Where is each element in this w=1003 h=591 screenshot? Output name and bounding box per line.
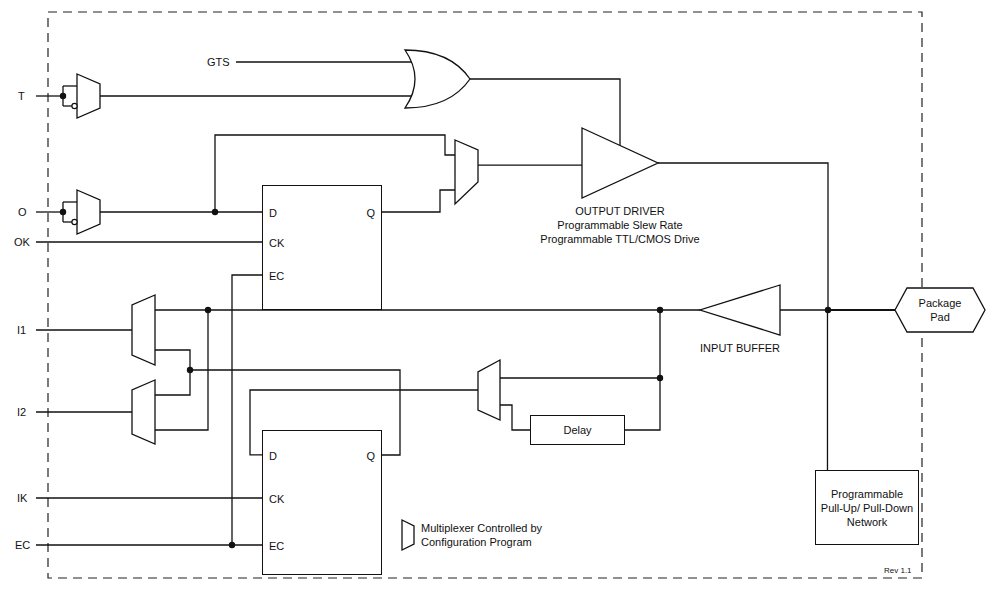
revision-note: Rev 1.1 bbox=[884, 566, 912, 576]
signal-name: EC bbox=[15, 538, 30, 552]
signal-name: IK bbox=[17, 491, 27, 505]
input-buffer-outline bbox=[700, 285, 780, 335]
legend-text: Multiplexer Controlled by Configuration … bbox=[421, 521, 561, 549]
wire bbox=[36, 497, 262, 498]
or-gate bbox=[405, 50, 470, 108]
package-pad-outline bbox=[895, 288, 985, 332]
output-driver: OUTPUT DRIVERProgrammable Slew RateProgr… bbox=[582, 128, 658, 198]
junction-dot bbox=[229, 542, 235, 548]
junction-dot bbox=[187, 367, 193, 373]
output-driver-outline bbox=[582, 128, 658, 198]
node-text: Programmable Slew Rate bbox=[540, 218, 700, 232]
multiplexer-symbol bbox=[478, 360, 500, 420]
inverter-bubble bbox=[72, 219, 77, 224]
signal-wire bbox=[827, 310, 895, 470]
wire bbox=[36, 411, 132, 412]
wire bbox=[63, 105, 72, 106]
pin-label: D bbox=[269, 206, 277, 220]
multiplexer-symbol bbox=[402, 520, 414, 550]
output-driver-outline bbox=[582, 128, 658, 198]
block-border bbox=[48, 12, 922, 578]
wire bbox=[36, 95, 63, 96]
pin-label: CK bbox=[269, 492, 284, 506]
pin-label: Q bbox=[366, 206, 375, 220]
package-pad-outline bbox=[895, 288, 985, 332]
signal-name: I1 bbox=[17, 323, 26, 337]
pull-network-box: Programmable Pull-Up/ Pull-Down Network bbox=[815, 470, 919, 545]
wire bbox=[100, 95, 414, 96]
signal-wire bbox=[625, 310, 700, 430]
delay-box: Delay bbox=[530, 415, 625, 445]
multiplexer-symbol bbox=[455, 140, 478, 204]
node-text: Delay bbox=[563, 423, 591, 437]
wire bbox=[63, 221, 72, 222]
wire bbox=[36, 211, 63, 212]
signal-name: OK bbox=[14, 235, 30, 249]
signal-name: GTS bbox=[207, 55, 230, 69]
pin-label: EC bbox=[269, 269, 284, 283]
wire bbox=[36, 544, 262, 545]
signal-name: O bbox=[18, 205, 27, 219]
multiplexer-symbol bbox=[77, 74, 100, 118]
junction-dot bbox=[60, 93, 831, 548]
legend-entry: Multiplexer Controlled by Configuration … bbox=[421, 521, 561, 549]
junction-dot bbox=[60, 93, 66, 99]
or-gate bbox=[405, 50, 470, 108]
input-buffer: INPUT BUFFER bbox=[700, 285, 780, 335]
junction-dot bbox=[60, 209, 66, 215]
multiplexer-symbol bbox=[132, 380, 155, 444]
signal-name: I2 bbox=[17, 405, 26, 419]
pin-label: Q bbox=[366, 449, 375, 463]
wire bbox=[100, 211, 262, 212]
node-text: OUTPUT DRIVER bbox=[540, 204, 700, 218]
node-text: Programmable TTL/CMOS Drive bbox=[540, 232, 700, 246]
block-border bbox=[48, 12, 922, 578]
multiplexer-symbol bbox=[132, 295, 155, 365]
signal-wire bbox=[382, 165, 582, 212]
inverter-bubble bbox=[72, 103, 77, 224]
wire bbox=[500, 377, 660, 378]
input-buffer-outline bbox=[700, 285, 780, 335]
wire bbox=[155, 309, 660, 310]
wire bbox=[36, 241, 262, 242]
pin-label: CK bbox=[269, 236, 284, 250]
pin-label: D bbox=[269, 449, 277, 463]
multiplexer-symbol bbox=[77, 190, 100, 234]
wire bbox=[232, 275, 262, 545]
wire bbox=[236, 61, 414, 62]
pin-label: EC bbox=[269, 539, 284, 553]
signal-name: T bbox=[18, 89, 25, 103]
inverter-bubble bbox=[72, 103, 77, 108]
wire bbox=[63, 85, 77, 86]
package-pad: Package Pad bbox=[895, 288, 985, 332]
wire bbox=[36, 329, 132, 330]
wire bbox=[155, 350, 190, 395]
flip-flop: D CK EC Q bbox=[262, 430, 382, 575]
flip-flop: D CK EC Q bbox=[262, 185, 382, 310]
wire bbox=[63, 201, 77, 202]
junction-dot bbox=[212, 209, 218, 215]
node-text: Package Pad bbox=[910, 296, 970, 324]
junction-dot bbox=[205, 307, 211, 313]
node-text: INPUT BUFFER bbox=[680, 341, 800, 355]
node-text: Programmable Pull-Up/ Pull-Down Network bbox=[819, 487, 915, 529]
